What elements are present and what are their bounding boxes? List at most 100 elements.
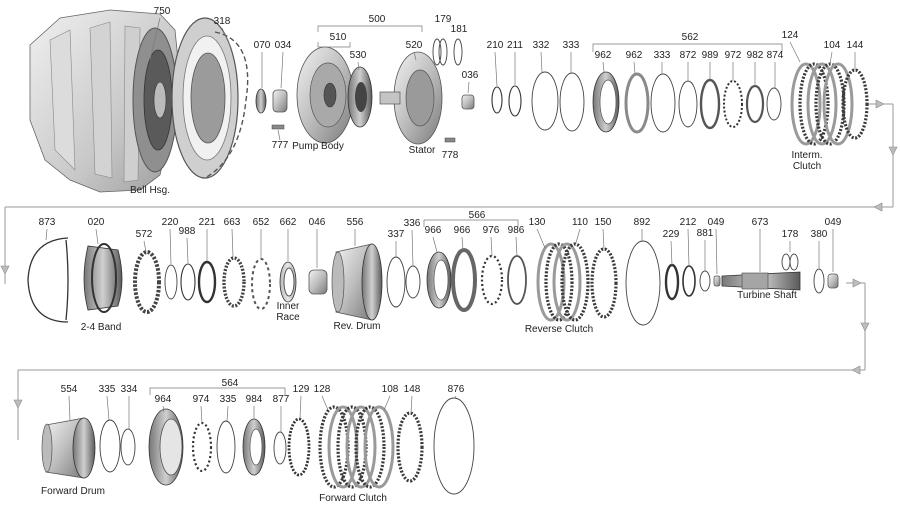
part-number-034: 034 [275,40,292,51]
part-number-872: 872 [680,50,697,61]
caption-reverse-clutch: Reverse Clutch [525,324,593,335]
part-966-seal [451,248,477,312]
part-number-972: 972 [725,50,742,61]
part-334-ring [120,428,136,466]
part-036-bushing [461,94,475,110]
part-number-150: 150 [595,217,612,228]
part-number-984: 984 [246,394,263,405]
part-number-876: 876 [448,384,465,395]
part-number-873: 873 [39,217,56,228]
part-777-bolt [271,124,285,130]
part-873-snap-ring [27,237,69,323]
part-966-piston [426,251,452,309]
part-number-556: 556 [347,217,364,228]
turbine-shaft [721,271,801,291]
part-number-750: 750 [154,6,171,17]
part-318-gasket [204,31,249,179]
part-number-036: 036 [462,70,479,81]
part-number-210: 210 [487,40,504,51]
part-number-989: 989 [702,50,719,61]
part-380-ring [813,268,825,294]
flow-connector-row2-row3 [13,278,870,440]
part-876-snap-ring [433,397,475,495]
caption-bell-housing: Bell Hsg. [130,185,170,196]
part-number-566: 566 [469,210,486,221]
part-049-bushing-b [827,273,839,289]
part-148-plate [396,411,424,483]
part-212-ring [682,265,696,297]
part-number-335a: 335 [99,384,116,395]
part-150-plate [590,247,618,319]
part-178-rings [781,253,799,271]
forward-drum [41,417,96,479]
part-number-778: 778 [442,150,459,161]
part-number-334: 334 [121,384,138,395]
part-number-221: 221 [199,217,216,228]
part-number-144: 144 [847,40,864,51]
part-number-554: 554 [61,384,78,395]
part-number-562: 562 [682,32,699,43]
part-number-530: 530 [350,50,367,61]
part-number-179: 179 [435,14,452,25]
part-number-178: 178 [782,229,799,240]
part-129-plate [287,417,311,477]
part-986-ring [507,255,527,305]
part-number-500: 500 [369,14,386,25]
caption-forward-drum: Forward Drum [41,486,105,497]
part-881-ring [699,270,711,292]
part-number-318: 318 [214,16,231,27]
caption-interm-clutch-1: Interm. [791,150,822,161]
part-number-128: 128 [314,384,331,395]
part-number-988: 988 [179,226,196,237]
part-number-777: 777 [272,140,289,151]
reverse-clutch-pack [536,242,590,322]
part-070-seal [255,88,267,114]
part-number-974: 974 [193,394,210,405]
part-number-070: 070 [254,40,271,51]
part-number-049b: 049 [825,217,842,228]
part-663-ring [222,256,246,308]
caption-inner-race-2: Race [276,312,300,323]
part-number-181: 181 [451,24,468,35]
part-976-spring [480,254,504,306]
part-number-332: 332 [533,40,550,51]
part-049-bushing [713,275,721,287]
part-046-bushing [308,269,328,295]
part-221-ring [197,260,217,304]
part-number-020: 020 [88,217,105,228]
part-number-673: 673 [752,217,769,228]
bell-housing [29,9,179,193]
part-number-108: 108 [382,384,399,395]
part-number-337: 337 [388,229,405,240]
part-number-964: 964 [155,394,172,405]
pump-body [296,46,354,144]
part-530-pump-gear [347,66,373,128]
part-872-ring [678,80,698,128]
part-number-976: 976 [483,225,500,236]
caption-turbine-shaft: Turbine Shaft [737,290,797,301]
part-333-ring [559,72,585,132]
part-number-982: 982 [747,50,764,61]
part-144-plate [841,68,869,140]
part-778-bolt [444,137,456,143]
part-337-ring [386,256,406,308]
part-number-148: 148 [404,384,421,395]
part-181-ring [453,38,463,66]
part-number-229: 229 [663,229,680,240]
part-988-ring [180,263,196,301]
caption-forward-clutch: Forward Clutch [319,493,387,504]
part-number-663: 663 [224,217,241,228]
part-number-652: 652 [253,217,270,228]
part-332-ring [531,71,559,131]
part-number-110: 110 [572,217,588,228]
part-572-sun-gear [133,250,161,314]
part-335-ring [99,419,121,473]
part-874-ring [766,87,782,121]
part-number-510: 510 [330,32,347,43]
part-number-380: 380 [811,229,828,240]
part-877-ring [273,431,287,465]
part-number-966a: 966 [425,225,442,236]
reverse-drum [331,243,383,321]
part-179-rings [432,38,448,66]
